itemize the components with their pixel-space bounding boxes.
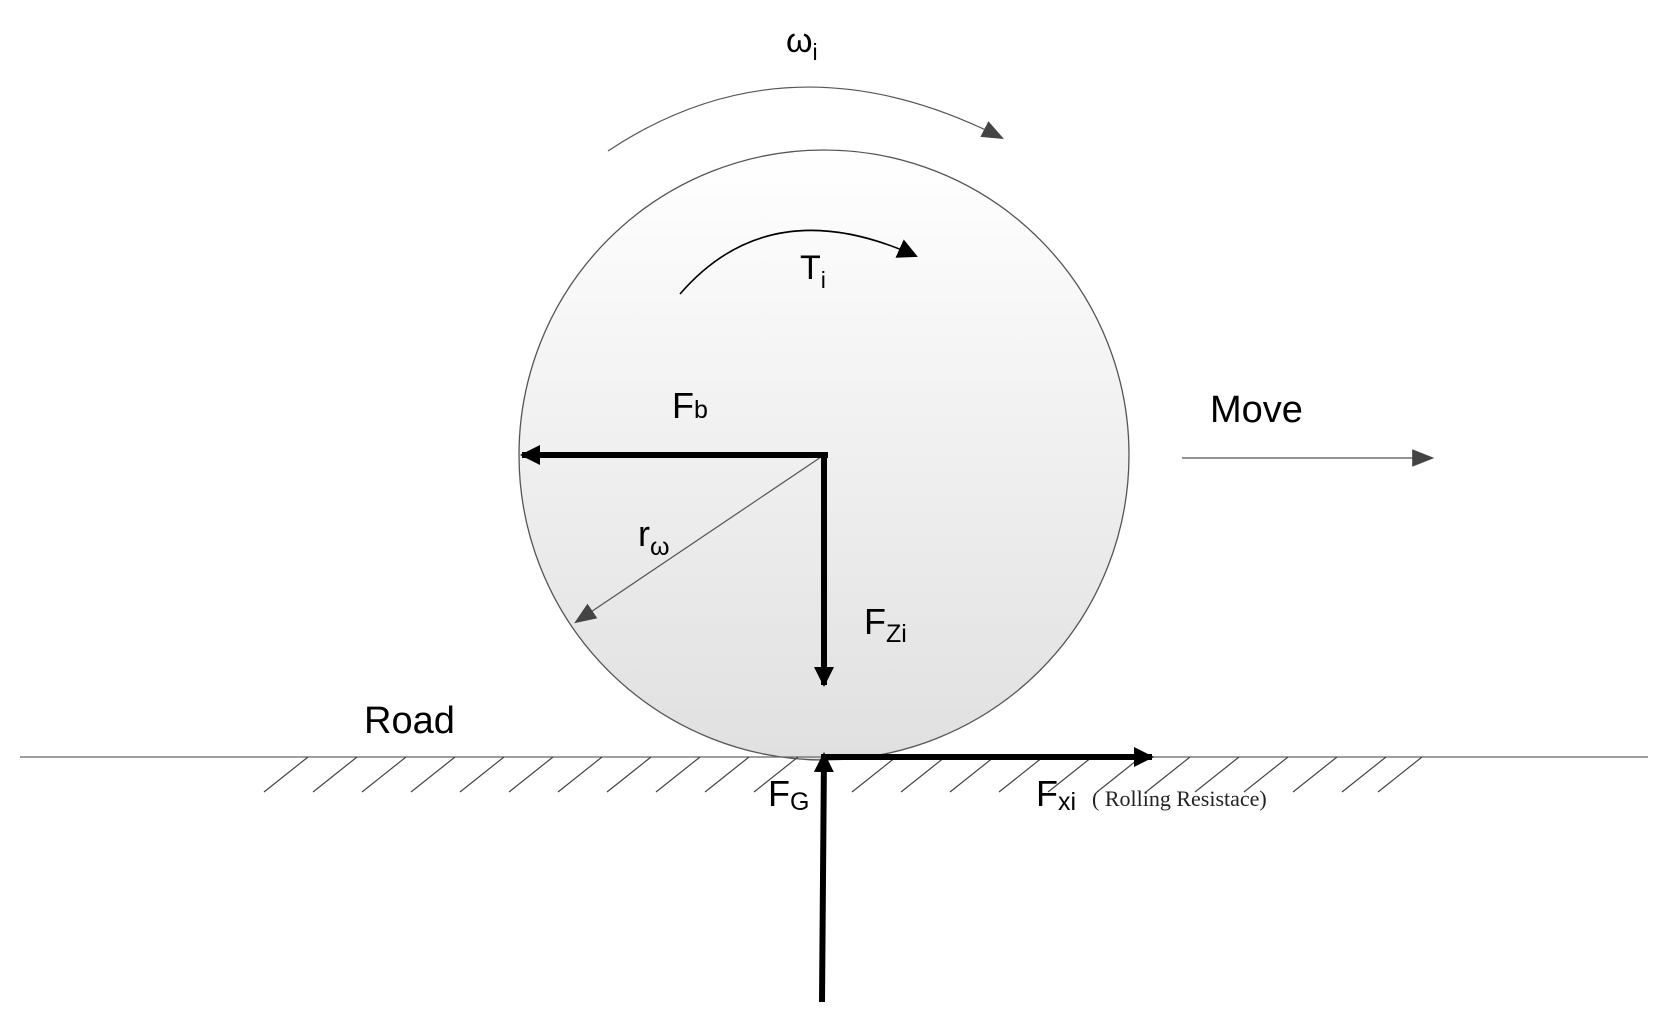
move-label: Move: [1210, 389, 1303, 431]
torque-label: Ti: [800, 249, 826, 293]
normal-force-label: FZi: [864, 601, 907, 648]
rolling-force-label: Fxi: [1036, 773, 1076, 816]
road-hatching: [263, 756, 1423, 793]
rolling-resistance-note: ( Rolling Resistace): [1092, 786, 1267, 811]
road-label: Road: [364, 700, 455, 742]
angular-velocity-arrow: [607, 86, 1004, 152]
brake-force-label: Fb: [672, 385, 708, 426]
omega-label: ωi: [786, 22, 818, 65]
radius-label: rω: [638, 513, 670, 561]
torque-arrow: [679, 229, 918, 295]
ground-force-arrow: [813, 752, 834, 1003]
radius-arrow: [574, 454, 825, 624]
ground-force-label: FG: [768, 773, 809, 816]
